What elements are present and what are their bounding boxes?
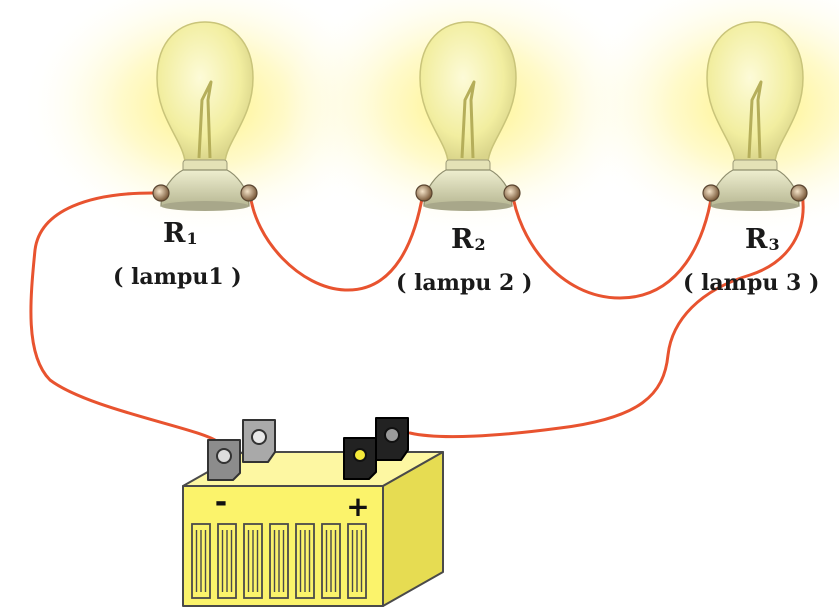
lamp-3-name-letter: R bbox=[745, 224, 769, 255]
battery-vent bbox=[295, 523, 315, 599]
battery: - + bbox=[182, 417, 444, 607]
wire-lamp-2-to-lamp-3 bbox=[510, 188, 714, 300]
battery-negative-label: - bbox=[215, 485, 227, 520]
lamp-filament bbox=[197, 80, 213, 159]
battery-positive-label: + bbox=[346, 490, 369, 523]
lamp-filament bbox=[460, 80, 476, 159]
lamps-layer bbox=[152, 21, 808, 211]
lamp-terminal-left bbox=[152, 184, 170, 202]
lamp-2-description: ( lampu 2 ) bbox=[396, 270, 533, 296]
lamp-3-name: R3 bbox=[745, 224, 781, 255]
lamp-filament bbox=[747, 80, 763, 159]
battery-vent bbox=[243, 523, 263, 599]
lamp-3 bbox=[702, 21, 808, 211]
wire-battery-neg-to-lamp-1 bbox=[29, 191, 220, 444]
lamp-1-name: R1 bbox=[163, 218, 199, 249]
lamp-terminal-right bbox=[790, 184, 808, 202]
lamp-base-rim bbox=[711, 201, 799, 211]
battery-vent bbox=[269, 523, 289, 599]
battery-vent bbox=[347, 523, 367, 599]
battery-vent bbox=[217, 523, 237, 599]
wire-lamp-1-to-lamp-2 bbox=[248, 191, 425, 292]
lamp-2-name-letter: R bbox=[451, 224, 475, 255]
lamp-3-description: ( lampu 3 ) bbox=[683, 270, 820, 296]
positive-terminal bbox=[343, 417, 409, 480]
wires bbox=[29, 188, 805, 444]
lamp-terminal-left bbox=[415, 184, 433, 202]
battery-vent bbox=[191, 523, 211, 599]
wire-lamp-3-to-battery-pos bbox=[408, 191, 805, 439]
lamp-1-name-subscript: 1 bbox=[186, 229, 199, 248]
lamp-terminal-left bbox=[702, 184, 720, 202]
negative-terminal-front-screw bbox=[216, 448, 232, 464]
lamp-terminal-right bbox=[503, 184, 521, 202]
battery-vents bbox=[191, 523, 367, 599]
negative-terminal-back-screw bbox=[251, 429, 267, 445]
lamp-1-name-letter: R bbox=[163, 218, 187, 249]
lamp-1-description: ( lampu1 ) bbox=[113, 264, 242, 290]
lamp-base-rim bbox=[424, 201, 512, 211]
positive-terminal-back-screw bbox=[384, 427, 400, 443]
lamp-2-name: R2 bbox=[451, 224, 487, 255]
lamp-terminal-right bbox=[240, 184, 258, 202]
lamp-2-name-subscript: 2 bbox=[474, 235, 487, 254]
lamp-2 bbox=[415, 21, 521, 211]
lamp-base-rim bbox=[161, 201, 249, 211]
battery-vent bbox=[321, 523, 341, 599]
negative-terminal bbox=[207, 419, 276, 481]
positive-terminal-front-screw bbox=[353, 448, 367, 462]
lamp-3-name-subscript: 3 bbox=[768, 235, 781, 254]
lamp-1 bbox=[152, 21, 258, 211]
